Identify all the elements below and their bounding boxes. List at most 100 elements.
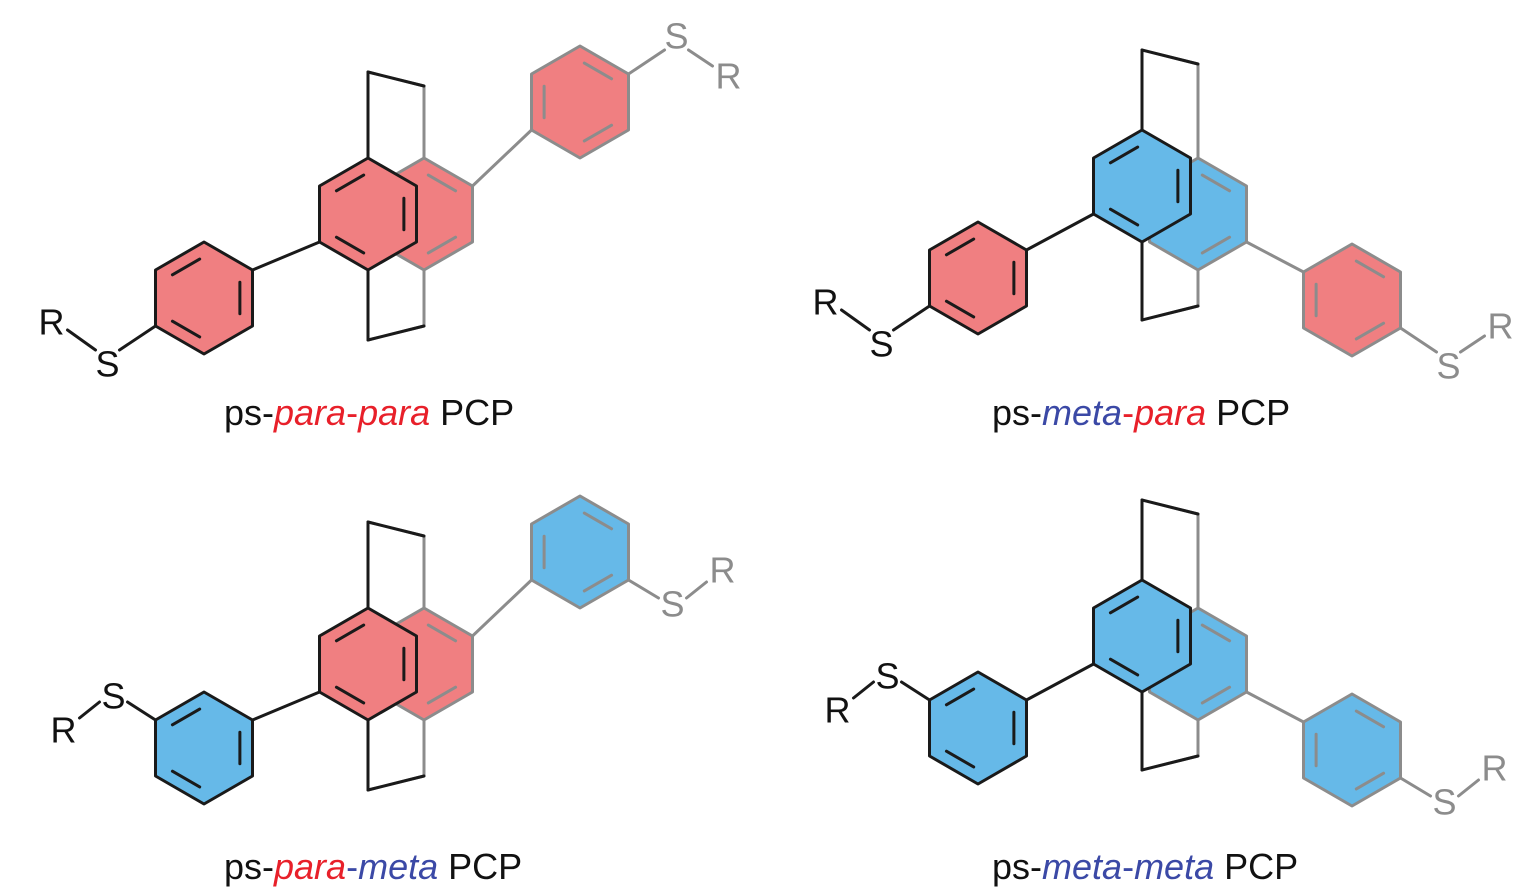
caption-second-term: para — [1134, 392, 1207, 433]
left-aryl-bond — [250, 690, 322, 722]
front-ring-double-bond — [1108, 207, 1140, 227]
left-aryl-ring-double-bond — [170, 257, 202, 277]
left-r-bond — [840, 308, 872, 332]
front-ring-double-bond — [334, 235, 366, 255]
caption-first-term: para — [274, 846, 347, 887]
right-r-bond — [1456, 778, 1480, 798]
back-ring-double-bond — [1200, 623, 1232, 643]
right-r-bond — [684, 580, 708, 600]
right-aryl-ring — [1302, 242, 1402, 358]
ethano-bridge-top-link — [366, 70, 426, 88]
caption-meta-meta: ps-meta-meta PCP — [992, 846, 1299, 887]
ethano-bridge-bottom-link — [1140, 304, 1200, 322]
right-r-group: R — [1481, 748, 1507, 789]
ethano-bridge-bottom-link — [366, 774, 426, 792]
back-ring-double-bond — [426, 235, 458, 255]
right-aryl-ring-double-bond — [582, 573, 614, 593]
caption-first-term: para — [274, 392, 347, 433]
left-sulfur: S — [101, 676, 125, 717]
ethano-bridge-bottom-link — [366, 324, 426, 342]
right-s-bond — [1398, 326, 1438, 354]
right-r-group: R — [709, 550, 735, 591]
caption-para-meta: ps-para-meta PCP — [224, 846, 523, 887]
left-r-group: R — [51, 710, 77, 751]
left-aryl-ring-double-bond — [944, 299, 976, 319]
left-r-group: R — [813, 282, 839, 323]
left-aryl-ring-double-bond — [944, 687, 976, 707]
right-aryl-ring-double-bond — [582, 61, 614, 81]
right-r-bond — [686, 48, 714, 68]
right-r-group: R — [715, 56, 741, 97]
caption-para-para: ps-para-para PCP — [224, 392, 515, 433]
right-aryl-ring-double-bond — [1354, 259, 1386, 279]
caption-first-term: meta — [1042, 846, 1123, 887]
left-r-group: R — [825, 690, 851, 731]
right-aryl-ring-double-bond — [1354, 321, 1386, 341]
right-sulfur: S — [1432, 782, 1456, 823]
left-s-bond — [892, 304, 932, 332]
back-ring-double-bond — [1200, 685, 1232, 705]
left-aryl-ring — [928, 220, 1028, 336]
left-aryl-ring — [928, 670, 1028, 786]
front-ring-double-bond — [334, 173, 366, 193]
back-ring-double-bond — [1200, 235, 1232, 255]
right-sulfur: S — [664, 16, 688, 57]
left-r-bond — [852, 680, 876, 700]
back-ring-double-bond — [426, 685, 458, 705]
left-r-bond — [66, 328, 98, 352]
right-aryl-ring — [530, 494, 630, 610]
left-r-group: R — [39, 302, 65, 343]
right-aryl-ring-double-bond — [582, 511, 614, 531]
left-aryl-bond — [1024, 212, 1096, 252]
left-aryl-ring-double-bond — [944, 237, 976, 257]
left-sulfur: S — [875, 656, 899, 697]
left-aryl-ring-double-bond — [944, 749, 976, 769]
left-aryl-ring-double-bond — [170, 707, 202, 727]
caption-second-term: meta — [1134, 846, 1215, 887]
left-aryl-ring — [154, 240, 254, 356]
caption-second-term: para — [358, 392, 431, 433]
right-aryl-ring-double-bond — [1354, 771, 1386, 791]
right-r-group: R — [1487, 306, 1513, 347]
left-r-bond — [78, 700, 102, 720]
front-ring-double-bond — [334, 685, 366, 705]
front-ring-double-bond — [1108, 145, 1140, 165]
left-aryl-bond — [250, 240, 322, 272]
front-ring-double-bond — [334, 623, 366, 643]
caption-meta-para: ps-meta-para PCP — [992, 392, 1291, 433]
caption-second-term: meta — [358, 846, 439, 887]
ethano-bridge-bottom-link — [1140, 754, 1200, 772]
right-aryl-bond — [470, 128, 534, 188]
back-ring-double-bond — [1200, 173, 1232, 193]
left-s-bond — [126, 700, 158, 722]
left-s-bond — [900, 680, 932, 702]
right-r-bond — [1458, 334, 1486, 354]
front-ring-double-bond — [1108, 595, 1140, 615]
right-sulfur: S — [660, 584, 684, 625]
right-sulfur: S — [1436, 346, 1460, 387]
ethano-bridge-top-link — [1140, 498, 1200, 516]
front-ring-double-bond — [1108, 657, 1140, 677]
left-aryl-ring-double-bond — [170, 769, 202, 789]
left-sulfur: S — [869, 324, 893, 365]
right-s-bond — [1398, 776, 1432, 798]
right-aryl-ring-double-bond — [582, 123, 614, 143]
ethano-bridge-top-link — [366, 520, 426, 538]
left-aryl-ring — [154, 690, 254, 806]
left-aryl-ring-double-bond — [170, 319, 202, 339]
right-aryl-ring — [1302, 692, 1402, 808]
right-aryl-bond — [1244, 240, 1306, 274]
left-aryl-bond — [1024, 662, 1096, 702]
right-s-bond — [626, 578, 660, 600]
right-aryl-bond — [1244, 690, 1306, 724]
left-sulfur: S — [95, 344, 119, 385]
right-aryl-bond — [470, 578, 534, 638]
left-s-bond — [118, 324, 158, 352]
right-aryl-ring-double-bond — [1354, 709, 1386, 729]
ethano-bridge-top-link — [1140, 48, 1200, 66]
caption-first-term: meta — [1042, 392, 1123, 433]
right-s-bond — [626, 48, 666, 76]
right-aryl-ring — [530, 44, 630, 160]
back-ring-double-bond — [426, 623, 458, 643]
